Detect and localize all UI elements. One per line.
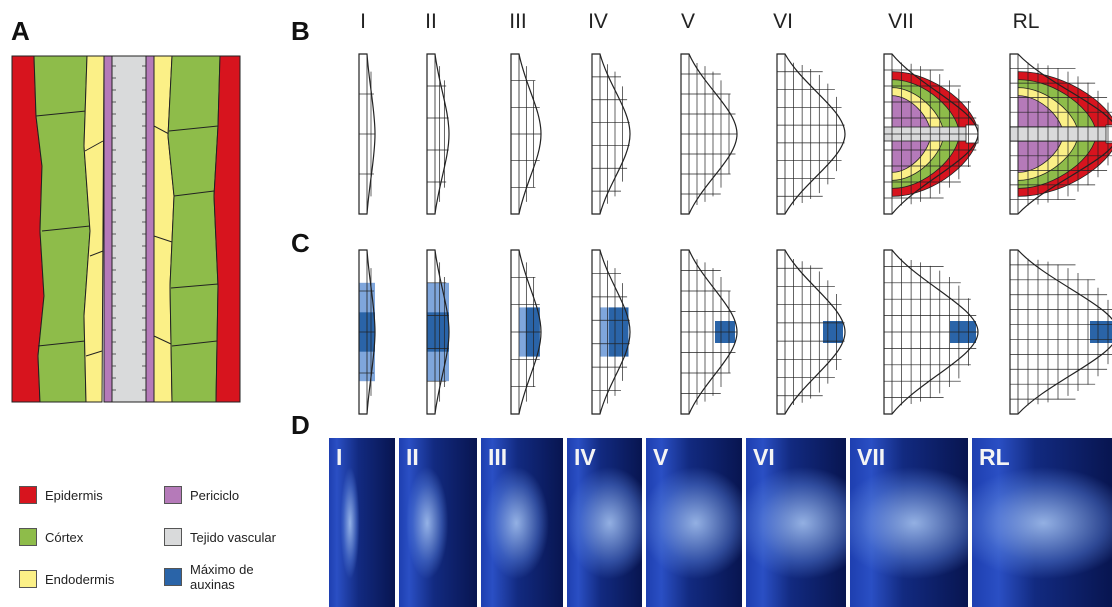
primordium-outline [592, 54, 630, 214]
legend-auxin-max: Máximo de auxinas [164, 562, 280, 592]
stage-label-v: V [658, 10, 718, 34]
primordia-auxin-row [310, 246, 1110, 416]
primordium-rl [1010, 54, 1112, 214]
stage-label-iv: IV [568, 10, 628, 34]
legend-cortex: Córtex [19, 528, 83, 546]
primordium-vi [777, 54, 845, 214]
auxin-max-swatch [164, 568, 182, 586]
cortex-right [168, 56, 220, 402]
cortex-swatch [19, 528, 37, 546]
micrograph-rl: RL [972, 438, 1112, 607]
primordium-i [359, 54, 375, 214]
micrograph-iii: III [481, 438, 563, 607]
primordium-v [681, 250, 737, 414]
vascular-tissue [112, 56, 146, 402]
legend-label: Tejido vascular [190, 530, 276, 545]
stage-label-i: I [333, 10, 393, 34]
stage-label-vii: VII [871, 10, 931, 34]
micrograph-vii: VII [850, 438, 968, 607]
micrograph-iv: IV [567, 438, 642, 607]
tip-cell [1106, 125, 1112, 143]
micrograph-vi: VI [746, 438, 846, 607]
panel-label-b: B [291, 16, 310, 47]
legend-endodermis: Endodermis [19, 570, 114, 588]
primordium-vii [884, 54, 978, 214]
endodermis-swatch [19, 570, 37, 588]
pericycle-left [104, 56, 112, 402]
panel-label-d: D [291, 410, 310, 441]
stage-label-rl: RL [996, 10, 1056, 34]
legend-label: Periciclo [190, 488, 239, 503]
primordium-iv [592, 54, 630, 214]
micrograph-label: IV [574, 444, 596, 471]
primordia-tissue-row [310, 52, 1110, 217]
micrograph-label: RL [979, 444, 1010, 471]
micrograph-label: I [336, 444, 342, 471]
micrograph-ii: II [399, 438, 477, 607]
primordium-i [359, 250, 375, 414]
micrograph-label: VI [753, 444, 775, 471]
primordium-v [681, 54, 737, 214]
legend-pericycle: Periciclo [164, 486, 239, 504]
primordium-iii [511, 54, 541, 214]
auxin-maximum [609, 307, 629, 356]
auxin-maximum [823, 321, 843, 343]
panel-label-a: A [11, 16, 30, 47]
epidermis-swatch [19, 486, 37, 504]
micrograph-label: VII [857, 444, 885, 471]
primordium-vi [777, 250, 845, 414]
primordium-outline [427, 54, 449, 214]
primordium-ii [427, 250, 449, 414]
micrograph-label: III [488, 444, 507, 471]
stage-label-vi: VI [753, 10, 813, 34]
vascular-swatch [164, 528, 182, 546]
stage-label-ii: II [401, 10, 461, 34]
primordium-vii [884, 250, 978, 414]
primordium-iii [511, 250, 541, 414]
legend-label: Endodermis [45, 572, 114, 587]
legend-label: Córtex [45, 530, 83, 545]
legend-label: Epidermis [45, 488, 103, 503]
legend-label: Máximo de auxinas [190, 562, 280, 592]
micrograph-label: II [406, 444, 419, 471]
micrograph-v: V [646, 438, 742, 607]
panel-label-c: C [291, 228, 310, 259]
vascular-band [1010, 127, 1112, 141]
root-section-diagram [12, 56, 240, 402]
primordium-iv [592, 250, 630, 414]
legend-vascular: Tejido vascular [164, 528, 276, 546]
primordium-ii [427, 54, 449, 214]
pericycle-swatch [164, 486, 182, 504]
legend-epidermis: Epidermis [19, 486, 103, 504]
primordium-rl [1010, 250, 1112, 414]
micrograph-label: V [653, 444, 668, 471]
auxin-maximum [427, 312, 449, 351]
stage-label-iii: III [488, 10, 548, 34]
pericycle-right [146, 56, 154, 402]
micrograph-i: I [329, 438, 395, 607]
